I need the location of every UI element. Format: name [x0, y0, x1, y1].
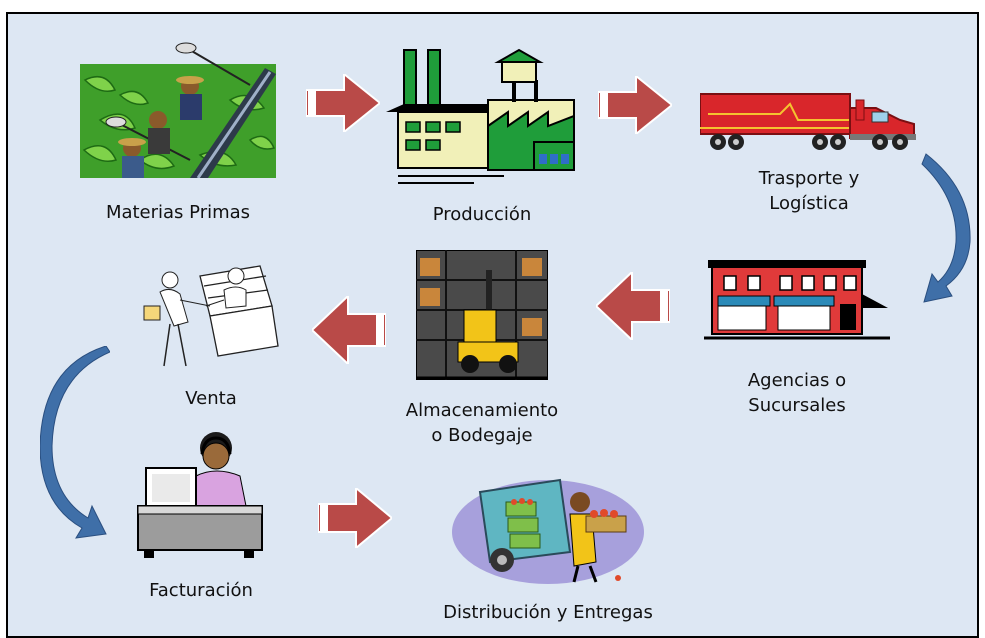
arrow-venta-to-facturacion: [40, 346, 110, 542]
forklift-warehouse-icon: [416, 250, 548, 380]
billing-operator-icon: [137, 432, 263, 558]
arrow-produccion-to-transporte: [598, 76, 672, 134]
truck-icon: [700, 93, 916, 150]
node-materias-primas: [80, 40, 276, 178]
corn-harvest-icon: [80, 42, 276, 178]
label-produccion: Producción: [432, 204, 532, 225]
node-agencias: [704, 258, 890, 342]
label-distribucion: Distribución y Entregas: [443, 602, 653, 623]
node-facturacion: [136, 426, 266, 562]
delivery-van-icon: [452, 478, 644, 584]
storefront-icon: [704, 260, 890, 340]
arrow-materias-to-produccion: [306, 74, 380, 132]
label-agencias: Agencias o Sucursales: [747, 370, 847, 416]
factory-icon: [386, 48, 575, 184]
node-distribucion: [450, 462, 646, 586]
node-venta: [140, 246, 282, 376]
arrow-transporte-to-agencias: [920, 150, 976, 310]
node-produccion: [384, 46, 580, 186]
arrow-almacenamiento-to-venta: [312, 296, 386, 364]
node-transporte: [700, 90, 918, 156]
sales-handshake-icon: [143, 265, 279, 367]
label-venta: Venta: [185, 388, 237, 409]
label-transporte: Trasporte y Logística: [758, 168, 860, 214]
label-materias-primas: Materias Primas: [105, 202, 251, 223]
label-almacenamiento: Almacenamiento o Bodegaje: [405, 400, 559, 446]
arrow-facturacion-to-distribucion: [318, 488, 392, 548]
label-facturacion: Facturación: [149, 580, 253, 601]
arrow-agencias-to-almacenamiento: [596, 272, 670, 340]
node-almacenamiento: [416, 250, 548, 380]
